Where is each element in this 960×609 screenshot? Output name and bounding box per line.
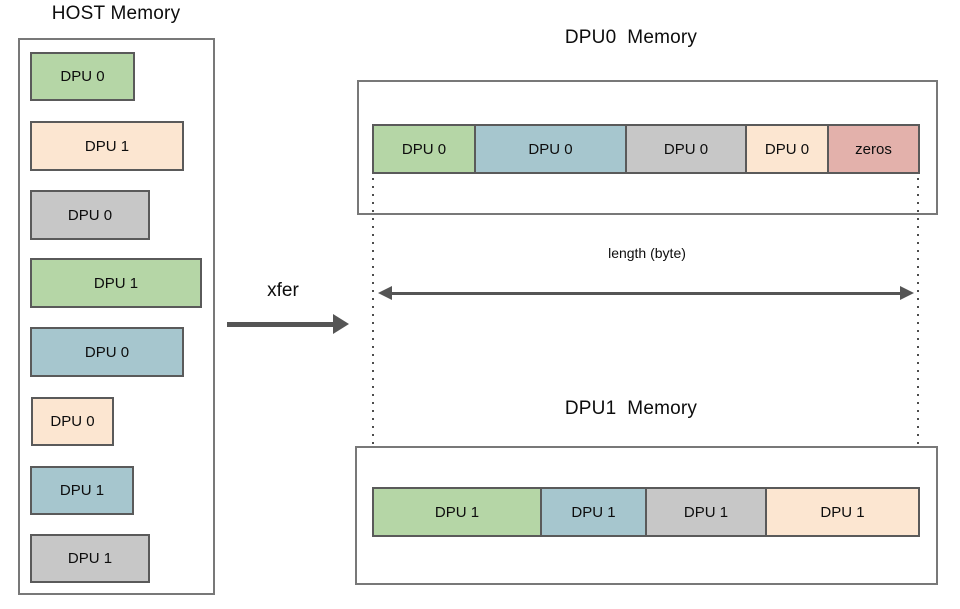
host-block-3: DPU 1 bbox=[30, 258, 202, 308]
xfer-arrowhead-right-icon bbox=[333, 314, 349, 334]
length-arrowhead-left-icon bbox=[378, 286, 392, 300]
host-memory-title: HOST Memory bbox=[51, 3, 181, 24]
dpu1-memory-title: DPU1 Memory bbox=[564, 398, 698, 419]
dpu1-segment-3: DPU 1 bbox=[765, 487, 920, 537]
length-arrow-line bbox=[389, 292, 903, 295]
xfer-arrow-line bbox=[227, 322, 335, 327]
host-block-1: DPU 1 bbox=[30, 121, 184, 171]
host-block-2: DPU 0 bbox=[30, 190, 150, 240]
dotted-guide-right bbox=[917, 178, 919, 483]
dpu1-segment-2: DPU 1 bbox=[645, 487, 767, 537]
length-arrowhead-right-icon bbox=[900, 286, 914, 300]
xfer-label: xfer bbox=[267, 280, 299, 301]
length-label: length (byte) bbox=[608, 245, 686, 261]
dpu0-memory-row: DPU 0 DPU 0 DPU 0 DPU 0 zeros bbox=[372, 124, 920, 174]
dotted-guide-left bbox=[372, 178, 374, 483]
dpu1-segment-0: DPU 1 bbox=[372, 487, 542, 537]
host-block-5: DPU 0 bbox=[31, 397, 114, 446]
dpu1-segment-1: DPU 1 bbox=[540, 487, 647, 537]
host-block-7: DPU 1 bbox=[30, 534, 150, 583]
dpu0-memory-title: DPU0 Memory bbox=[564, 27, 698, 48]
dpu0-segment-4: zeros bbox=[827, 124, 920, 174]
host-block-0: DPU 0 bbox=[30, 52, 135, 101]
dpu0-segment-0: DPU 0 bbox=[372, 124, 476, 174]
dpu0-segment-3: DPU 0 bbox=[745, 124, 829, 174]
host-block-4: DPU 0 bbox=[30, 327, 184, 377]
dpu0-segment-1: DPU 0 bbox=[474, 124, 627, 174]
host-block-6: DPU 1 bbox=[30, 466, 134, 515]
dpu0-segment-2: DPU 0 bbox=[625, 124, 747, 174]
dpu1-memory-row: DPU 1 DPU 1 DPU 1 DPU 1 bbox=[372, 487, 920, 537]
